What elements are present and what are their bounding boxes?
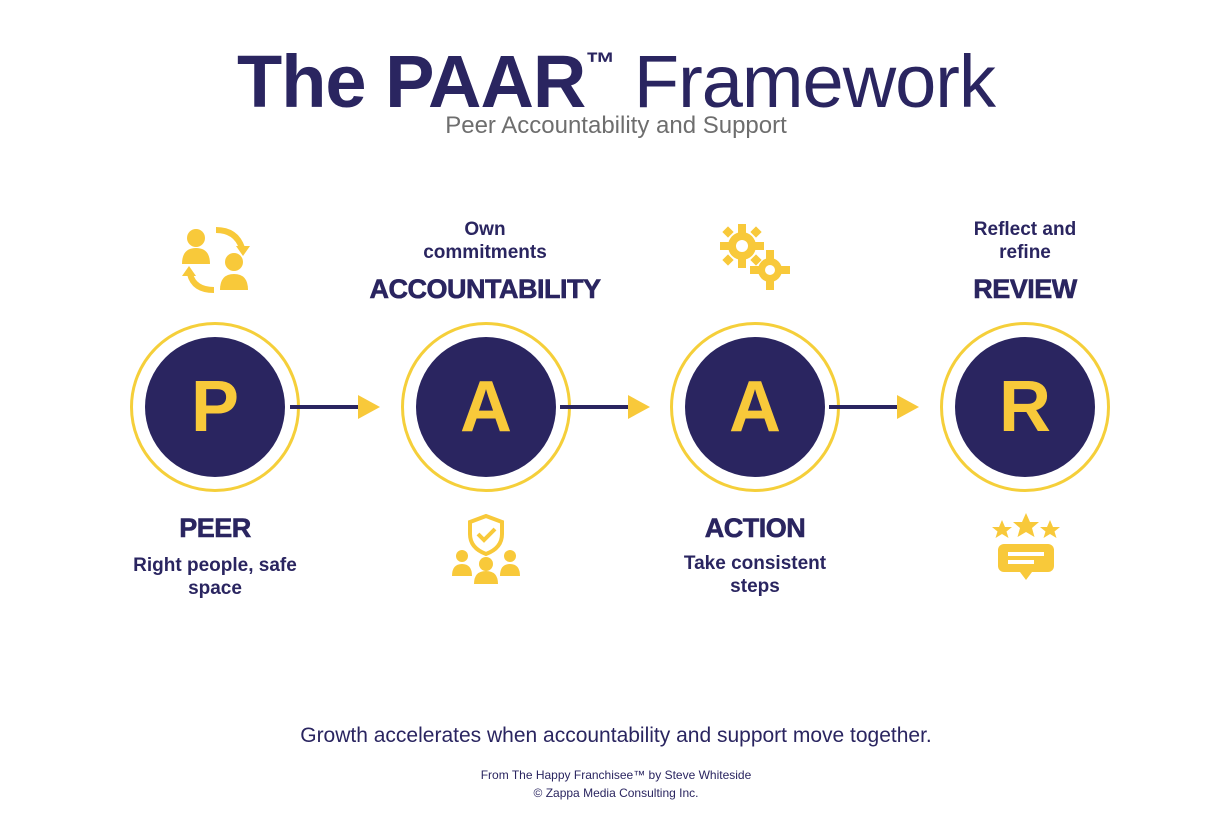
circle-inner: A bbox=[416, 337, 556, 477]
arrow-line bbox=[829, 405, 899, 409]
arrow-head-icon bbox=[358, 395, 380, 419]
step-letter: P bbox=[190, 367, 240, 447]
circle-step-review: R bbox=[940, 322, 1110, 492]
step-desc-action: Take consistent steps bbox=[620, 552, 890, 598]
shield-team-icon bbox=[450, 514, 522, 584]
step-desc-accountability: Own commitments bbox=[385, 218, 585, 264]
arrow-head-icon bbox=[897, 395, 919, 419]
arrow-head-icon bbox=[628, 395, 650, 419]
desc-line: commitments bbox=[423, 242, 547, 263]
circle-step-peer: P bbox=[130, 322, 300, 492]
desc-line: space bbox=[188, 578, 242, 599]
step-title-accountability: ACCOUNTABILITY bbox=[369, 274, 601, 305]
step-desc-peer: Right people, safe space bbox=[80, 554, 350, 600]
people-cycle-icon bbox=[178, 224, 254, 296]
title-bold: The PAAR bbox=[237, 40, 586, 123]
arrow-line bbox=[290, 405, 360, 409]
tagline: Growth accelerates when accountability a… bbox=[300, 724, 932, 747]
page-subtitle: Peer Accountability and Support bbox=[445, 112, 787, 139]
desc-line: refine bbox=[999, 242, 1051, 263]
desc-line: Take consistent bbox=[683, 553, 827, 574]
step-title-review: REVIEW bbox=[973, 274, 1078, 305]
page-title: The PAAR™ Framework bbox=[0, 22, 1232, 124]
circle-step-action: A bbox=[670, 322, 840, 492]
circle-inner: P bbox=[145, 337, 285, 477]
desc-line: Right people, safe bbox=[133, 555, 297, 576]
circle-step-accountability: A bbox=[401, 322, 571, 492]
trademark: ™ bbox=[585, 47, 615, 80]
step-title-action: ACTION bbox=[704, 513, 806, 544]
arrow-line bbox=[560, 405, 630, 409]
circle-inner: A bbox=[685, 337, 825, 477]
desc-line: steps bbox=[730, 576, 780, 597]
credit-line-copyright: © Zappa Media Consulting Inc. bbox=[533, 786, 699, 800]
step-desc-review: Reflect and refine bbox=[925, 218, 1125, 264]
title-light: Framework bbox=[633, 40, 996, 123]
circle-inner: R bbox=[955, 337, 1095, 477]
desc-line: Own bbox=[464, 219, 506, 240]
stars-feedback-icon bbox=[990, 512, 1062, 582]
step-letter: R bbox=[999, 367, 1051, 447]
gears-icon bbox=[718, 222, 794, 294]
credit-line-author: From The Happy Franchisee™ by Steve Whit… bbox=[480, 768, 752, 782]
step-letter: A bbox=[729, 367, 781, 447]
step-title-peer: PEER bbox=[179, 513, 252, 544]
desc-line: Reflect and bbox=[973, 219, 1077, 240]
step-letter: A bbox=[460, 367, 512, 447]
